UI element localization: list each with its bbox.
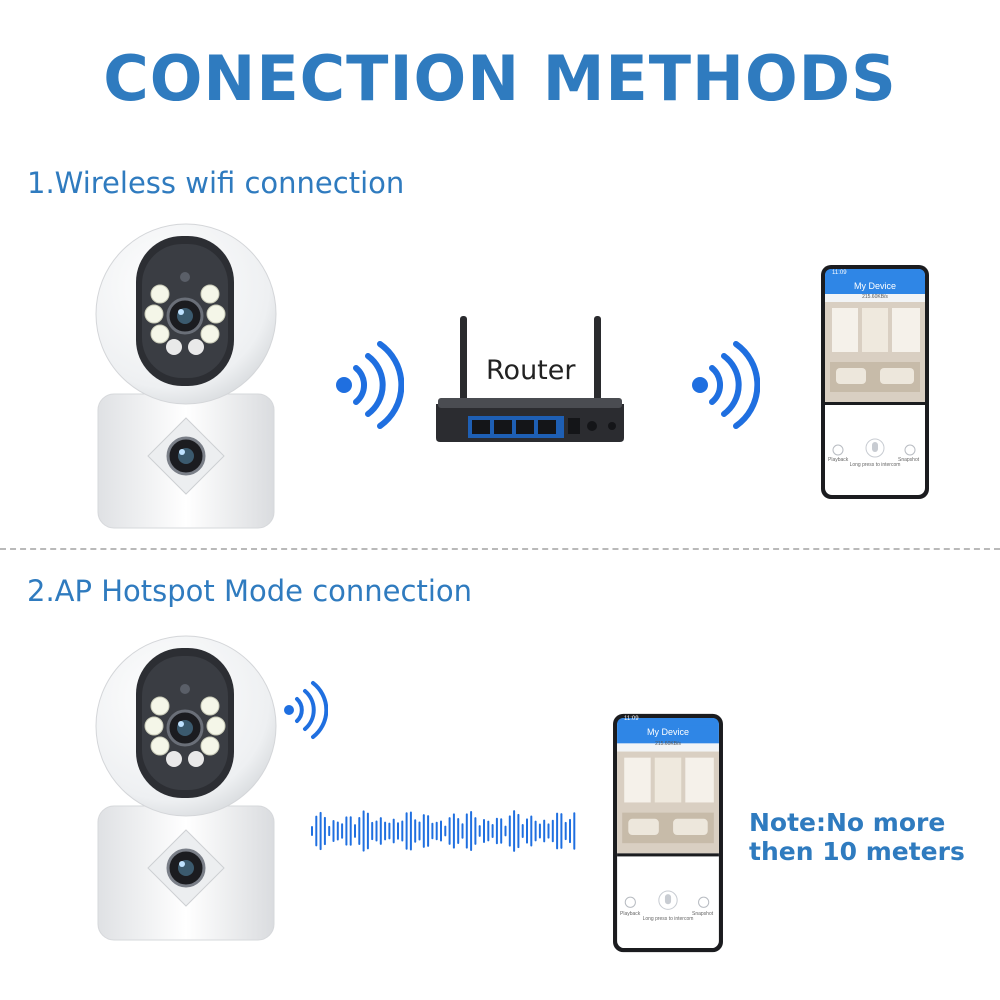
playback-label: Playback — [620, 911, 641, 917]
intercom-hint: Long press to intercom — [642, 916, 694, 922]
router-device — [436, 316, 624, 442]
intercom-hint: Long press to intercom — [849, 462, 901, 468]
playback-label: Playback — [828, 457, 849, 463]
section-1-title: 1.Wireless wifi connection — [27, 166, 405, 200]
router-label: Router — [486, 355, 576, 386]
sound-wave-icon — [311, 810, 576, 852]
distance-note: Note:No more then 10 meters — [749, 808, 965, 866]
smartphone: 11:09 My Device 215.60KB/s Playback Snap… — [612, 710, 724, 956]
app-header-title: My Device — [853, 281, 896, 291]
camera-device — [95, 635, 277, 941]
wifi-signal-icon — [284, 681, 328, 739]
wifi-signal-icon — [336, 341, 404, 429]
smartphone: 11:09 My Device 215.60KB/s Playback Snap… — [820, 264, 930, 500]
stream-speed: 215.60KB/s — [655, 741, 681, 747]
note-line-2: then 10 meters — [749, 837, 965, 866]
phone-time: 11:09 — [624, 716, 639, 722]
snapshot-label: Snapshot — [898, 457, 920, 463]
section-divider — [0, 548, 1000, 550]
phone-time: 11:09 — [832, 270, 847, 276]
stream-speed: 215.60KB/s — [862, 294, 888, 300]
wifi-signal-icon — [692, 341, 760, 429]
app-header-title: My Device — [646, 727, 689, 737]
page-title: CONECTION METHODS — [103, 42, 897, 115]
section-2-title: 2.AP Hotspot Mode connection — [27, 574, 472, 608]
snapshot-label: Snapshot — [692, 911, 714, 917]
note-line-1: Note:No more — [749, 808, 946, 837]
camera-device — [95, 223, 277, 529]
